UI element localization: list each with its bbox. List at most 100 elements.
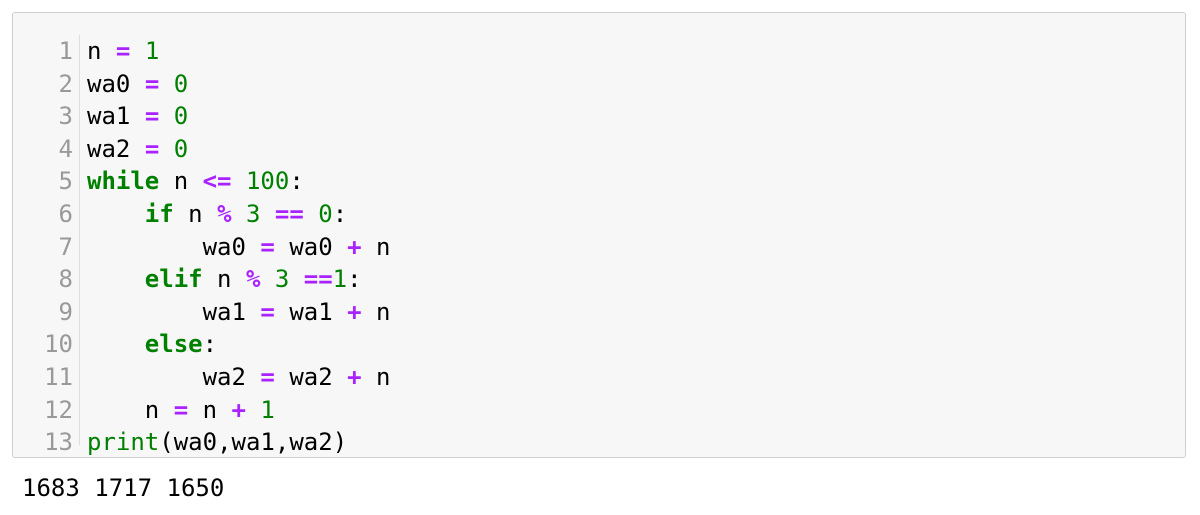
text-token [87,233,203,261]
code-line[interactable]: n = n + 1 [87,394,1177,427]
line-number: 5 [58,167,73,196]
operator-token: + [231,395,246,424]
code-line[interactable]: wa0 = wa0 + n [87,231,1177,264]
text-token [130,37,144,65]
text-token [87,265,145,293]
text-token: ( [159,428,174,457]
text-token [333,363,347,391]
text-token: : [289,167,304,196]
text-token [159,102,173,130]
line-number: 4 [58,134,73,163]
operator-token: == [274,199,304,228]
text-token [260,200,274,228]
code-line[interactable]: wa2 = wa2 + n [87,361,1177,394]
number-token: 1 [260,395,275,424]
text-token [87,298,203,326]
code-line[interactable]: else: [87,328,1177,361]
text-token: : [202,330,218,359]
identifier-token: wa1 [231,428,275,457]
text-token [333,233,347,261]
text-token [275,298,289,326]
line-number: 10 [44,330,73,359]
identifier-token: wa1 [87,102,131,131]
keyword-token: else [144,330,203,359]
operator-token: + [347,297,362,326]
text-token [246,396,260,424]
identifier-token: n [217,265,232,294]
line-number: 13 [44,428,73,457]
code-line[interactable]: wa1 = 0 [87,100,1177,133]
text-token [87,396,145,424]
text-token [232,167,246,195]
identifier-token: n [376,232,391,261]
identifier-token: n [87,37,102,65]
line-number: 6 [58,199,73,228]
text-token [260,265,274,293]
line-number: 8 [58,265,73,294]
text-token [159,167,173,195]
operator-token: = [260,362,275,391]
text-token [275,363,289,391]
operator-token: = [115,37,131,65]
text-token [203,265,217,293]
operator-token: = [144,102,160,131]
code-line[interactable]: print(wa0,wa1,wa2) [87,426,1177,459]
text-token [130,70,144,98]
code-line[interactable]: if n % 3 == 0: [87,198,1177,231]
text-token: : [332,199,348,228]
text-token [289,265,303,293]
identifier-token: n [376,297,391,326]
text-token [188,167,202,195]
operator-token: + [347,232,362,261]
text-token [101,37,115,65]
number-token: 0 [173,102,189,131]
text-token [304,200,318,228]
operator-token: % [217,199,232,228]
cell-output: 1683 1717 1650 [22,474,225,502]
text-token [159,135,173,163]
text-token [232,265,246,293]
number-token: 1 [332,265,348,294]
code-line[interactable]: wa2 = 0 [87,133,1177,166]
code-line[interactable]: wa1 = wa1 + n [87,296,1177,329]
number-token: 0 [173,69,189,98]
operator-token: = [144,134,160,163]
identifier-token: wa2 [289,362,333,391]
code-line[interactable]: n = 1 [87,35,1177,68]
line-number: 3 [58,102,73,131]
text-token [130,135,144,163]
text-token [362,298,376,326]
operator-token: = [260,232,275,261]
number-token: 1 [144,37,160,65]
operator-token: <= [202,167,232,196]
identifier-token: n [144,395,160,424]
text-token [87,363,203,391]
builtin-token: print [87,428,160,457]
identifier-token: n [202,395,218,424]
text-token [362,233,376,261]
operator-token: = [144,69,160,98]
operator-token: = [173,395,189,424]
text-token [275,233,289,261]
identifier-token: wa0 [289,232,333,261]
identifier-token: wa1 [289,297,333,326]
identifier-token: wa2 [87,134,131,163]
code-line[interactable]: elif n % 3 ==1: [87,263,1177,296]
keyword-token: while [87,167,160,196]
line-number: 1 [58,37,73,65]
line-number: 12 [44,395,73,424]
code-line[interactable]: while n <= 100: [87,165,1177,198]
identifier-token: n [188,199,203,228]
text-token [246,233,260,261]
text-token [362,363,376,391]
keyword-token: if [144,199,174,228]
line-number: 9 [58,297,73,326]
operator-token: = [260,297,275,326]
text-token [87,200,145,228]
text-token [232,200,246,228]
text-token [333,298,347,326]
identifier-token: wa2 [289,428,333,457]
code-line[interactable]: wa0 = 0 [87,68,1177,101]
